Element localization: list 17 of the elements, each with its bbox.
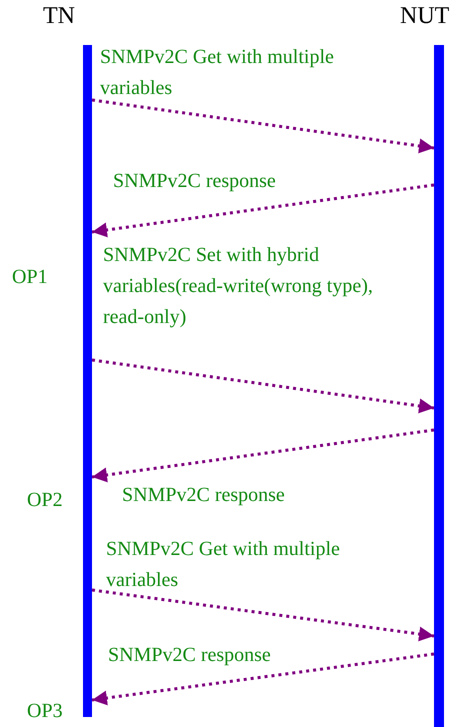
operation-label: OP2 [27,488,63,513]
dotted-arrow [92,98,434,154]
edge-label: SNMPv2C Set with hybrid variables(read-write(wrong type), read-only) [103,243,374,330]
dotted-arrow [92,184,434,238]
dotted-arrow [92,358,434,414]
operation-label: OP3 [27,699,63,724]
edge-label: SNMPv2C Get with multiple variables [100,45,335,101]
dotted-arrow [92,588,434,642]
edge-label: SNMPv2C response [122,483,285,508]
edge-label: SNMPv2C Get with multiple variables [106,537,341,593]
lifeline-label: NUT [400,2,450,31]
operation-label: OP1 [12,265,48,290]
edge-label: SNMPv2C response [108,643,271,668]
dotted-arrow [92,652,434,706]
lifeline-label: TN [43,2,75,31]
dotted-arrow [92,428,434,482]
edge-label: SNMPv2C response [113,169,276,194]
